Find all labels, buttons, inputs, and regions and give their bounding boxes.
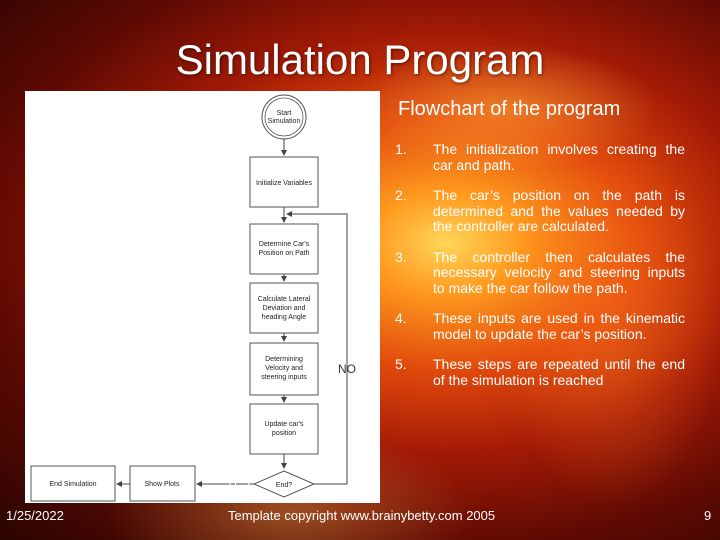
update-label-1: Update car's — [264, 421, 304, 428]
list-item: 5. These steps are repeated until the en… — [395, 356, 685, 388]
step-number: 2. — [395, 187, 407, 203]
update-label-2: position — [272, 430, 296, 437]
update-node: Update car's position — [249, 403, 319, 455]
start-label-1: Start — [277, 110, 292, 117]
subheading: Flowchart of the program — [398, 98, 621, 120]
list-item: 1. The initialization involves creating … — [395, 141, 685, 173]
velocity-label-1: Determining — [265, 356, 303, 363]
end-decision-label: End? — [276, 482, 292, 489]
footer-date: 1/25/2022 — [6, 508, 64, 523]
step-text: The car’s position on the path is determ… — [433, 187, 685, 234]
step-text: These inputs are used in the kinematic m… — [433, 310, 685, 342]
list-item: 4. These inputs are used in the kinemati… — [395, 310, 685, 342]
show-plots-label: Show Plots — [144, 481, 180, 488]
step-number: 5. — [395, 356, 407, 372]
step-text: The initialization involves creating the… — [433, 141, 685, 173]
page-number: 9 — [704, 508, 712, 523]
velocity-label-2: Velocity and — [265, 365, 303, 372]
init-node: Initialize Variables — [249, 156, 319, 208]
velocity-label-3: steering inputs — [261, 374, 307, 381]
footer-copyright: Template copyright www.brainybetty.com 2… — [228, 508, 496, 523]
end-simulation-node: End Simulation — [30, 465, 116, 502]
list-item: 2. The car’s position on the path is det… — [395, 187, 685, 235]
end-decision-node: End? — [252, 470, 316, 498]
velocity-node: Determining Velocity and steering inputs — [249, 342, 319, 396]
position-node: Determine Car's Position on Path — [249, 223, 319, 275]
end-simulation-label: End Simulation — [49, 481, 96, 488]
step-number: 3. — [395, 248, 407, 265]
steps-list: 1. The initialization involves creating … — [395, 141, 685, 403]
step-number: 1. — [395, 141, 407, 157]
position-label-1: Determine Car's — [259, 241, 310, 248]
init-label: Initialize Variables — [256, 180, 312, 187]
start-node: Start Simulation — [261, 94, 307, 140]
step-text: These steps are repeated until the end o… — [433, 356, 685, 388]
lateral-label-3: heading Angle — [262, 314, 306, 321]
start-label-2: Simulation — [268, 118, 301, 125]
no-label: NO — [338, 362, 356, 376]
slide-title: Simulation Program — [175, 36, 545, 83]
show-plots-node: Show Plots — [129, 465, 196, 502]
flowchart-image: Start Simulation Initialize Variables De… — [25, 91, 380, 503]
list-item: 3. The controller then calculates the ne… — [395, 248, 685, 297]
step-number: 4. — [395, 310, 407, 326]
lateral-node: Calculate Lateral Deviation and heading … — [249, 282, 319, 334]
flowchart-diagram: Start Simulation Initialize Variables De… — [30, 94, 348, 502]
lateral-label-1: Calculate Lateral — [258, 296, 311, 303]
position-label-2: Position on Path — [259, 250, 310, 257]
lateral-label-2: Deviation and — [263, 305, 306, 312]
step-text: The controller then calculates the neces… — [433, 248, 685, 296]
yes-label: YES — [226, 476, 251, 490]
